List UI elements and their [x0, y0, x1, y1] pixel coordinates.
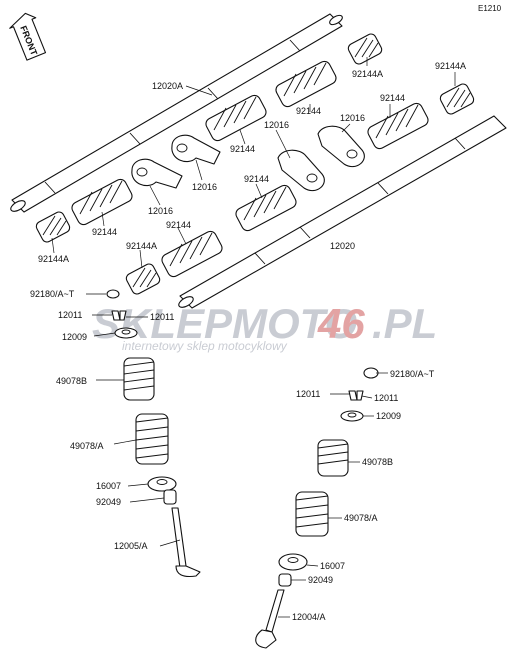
cotter-key-left [111, 310, 127, 321]
watermark-brand: SKLEPMOTO [92, 300, 357, 347]
diagram-code: E1210 [478, 4, 502, 13]
label-shaft-lower: 12020 [330, 241, 355, 251]
rocker-arm-12016-1 [171, 134, 221, 165]
label-spring-92144-2: 92144 [230, 144, 255, 154]
leader-lines [51, 57, 456, 618]
spring-92144a-bl [35, 211, 71, 243]
label-arm-12016-2: 12016 [192, 182, 217, 192]
inner-valve-spring-right [317, 439, 349, 477]
spring-retainer-right [340, 410, 364, 422]
label-spring-92144a-mid: 92144A [126, 241, 157, 251]
inner-valve-spring-left [123, 357, 155, 401]
label-spring-92144-4: 92144 [92, 227, 117, 237]
spring-92144-6 [161, 230, 223, 278]
label-spring-92144-5: 92144 [244, 174, 269, 184]
spring-92144a-tl [347, 33, 383, 65]
spring-92144-5 [235, 184, 297, 232]
rocker-shaft-12020a [10, 13, 343, 213]
cotter-key-right [348, 390, 364, 401]
label-spring-92144-3: 92144 [380, 93, 405, 103]
spring-seat-right [278, 553, 308, 571]
watermark: SKLEPMOTO 46 .PL internetowy sklep motoc… [92, 300, 437, 353]
watermark-number: 46 [317, 300, 365, 347]
front-arrow-icon: FRONT [9, 12, 47, 61]
label-shaft-upper: 12020A [152, 81, 183, 91]
spring-92144-3 [367, 102, 429, 150]
label-shim-right: 92180/A~T [390, 369, 435, 379]
spring-92144-1 [275, 60, 337, 108]
outer-valve-spring-left [135, 413, 169, 465]
spring-92144-4 [71, 178, 133, 226]
label-seat-right: 16007 [320, 561, 345, 571]
exhaust-valve [255, 589, 285, 649]
label-outer-spring-right: 49078/A [344, 513, 378, 523]
label-retainer-right: 12009 [376, 411, 401, 421]
spring-retainer-left [114, 327, 138, 339]
label-valve-intake: 12005/A [114, 541, 148, 551]
rocker-arm-12016-2 [131, 158, 183, 189]
label-spring-92144a-tl: 92144A [352, 69, 383, 79]
rocker-arm-12016-4 [277, 149, 325, 192]
label-key-right: 12011 [296, 389, 320, 399]
label-seal-right: 92049 [308, 575, 333, 585]
label-seal-left: 92049 [96, 497, 121, 507]
label-inner-spring-right: 49078B [362, 457, 393, 467]
part-labels: 12020A 92144A 92144A 92144 92144 12016 1… [30, 61, 466, 622]
shim-right [363, 367, 379, 379]
label-arm-12016-3: 12016 [340, 113, 365, 123]
rocker-arm-12016-3 [317, 125, 365, 168]
watermark-tld: .PL [372, 300, 437, 347]
label-seat-left: 16007 [96, 481, 121, 491]
watermark-tagline: internetowy sklep motocyklowy [122, 339, 288, 353]
label-outer-spring-left: 49078/A [70, 441, 104, 451]
outer-valve-spring-right [295, 491, 329, 537]
label-inner-spring-left: 49078B [56, 376, 87, 386]
label-key-left-b: 12011 [150, 312, 174, 322]
spring-92144a-mid [125, 263, 161, 295]
label-valve-exhaust: 12004/A [292, 612, 326, 622]
shim-left [106, 289, 120, 299]
label-key-right-b: 12011 [374, 393, 398, 403]
label-retainer-left: 12009 [62, 332, 87, 342]
label-shim-left: 92180/A~T [30, 289, 75, 299]
label-key-left-a: 12011 [58, 310, 82, 320]
label-spring-92144a-tr: 92144A [435, 61, 466, 71]
label-arm-12016-1: 12016 [264, 120, 289, 130]
spring-92144-2 [205, 94, 267, 142]
valve-stem-seal-right [278, 573, 292, 587]
rocker-shaft-12020 [178, 115, 507, 309]
intake-valve [171, 507, 201, 578]
label-spring-92144-1: 92144 [296, 106, 321, 116]
label-arm-12016-4: 12016 [148, 206, 173, 216]
label-spring-92144-6: 92144 [166, 220, 191, 230]
label-spring-92144a-bl: 92144A [38, 254, 69, 264]
spring-92144a-tr [439, 83, 475, 115]
valve-stem-seal-left [163, 489, 177, 505]
spring-seat-left [147, 476, 177, 492]
